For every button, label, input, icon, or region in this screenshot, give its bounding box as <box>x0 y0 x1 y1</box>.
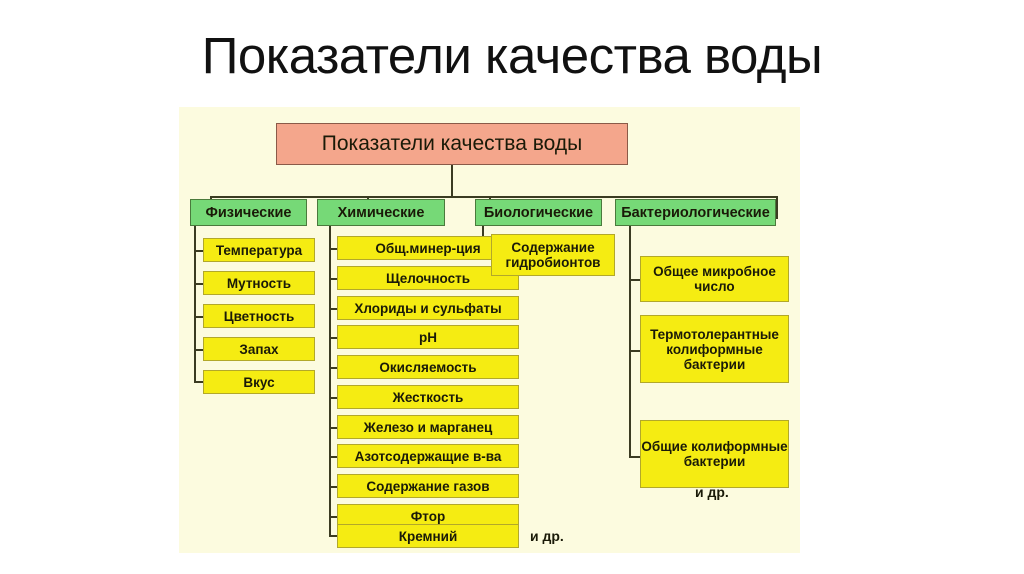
connector-stub-physical-2 <box>194 283 204 285</box>
connector-stub-bacteriological-1 <box>629 279 641 281</box>
connector-stub-chemical-6 <box>329 397 338 399</box>
connector-stub-chemical-2 <box>329 278 338 280</box>
leaf-physical-2: Мутность <box>203 271 315 295</box>
leaf-chemical-4: pH <box>337 325 519 349</box>
etc-label-chemical: и др. <box>530 528 564 544</box>
connector-stub-chemical-10 <box>329 516 338 518</box>
diagram-panel: Показатели качества воды Физические Хими… <box>179 107 800 553</box>
category-header-bacteriological: Бактериологические <box>615 199 776 226</box>
root-node: Показатели качества воды <box>276 123 628 165</box>
category-header-physical: Физические <box>190 199 307 226</box>
connector-trunk-bacteriological <box>629 226 631 458</box>
leaf-chemical-5: Окисляемость <box>337 355 519 379</box>
category-header-chemical: Химические <box>317 199 445 226</box>
leaf-chemical-3: Хлориды и сульфаты <box>337 296 519 320</box>
connector-stub-chemical-9 <box>329 486 338 488</box>
connector-stub-bacteriological-2 <box>629 350 641 352</box>
leaf-chemical-8: Азотсодержащие в-ва <box>337 444 519 468</box>
connector-stub-physical-4 <box>194 349 204 351</box>
leaf-bacteriological-1: Общее микробное число <box>640 256 789 302</box>
leaf-bacteriological-2: Термотолерантные колиформные бактерии <box>640 315 789 383</box>
leaf-chemical-1: Общ.минер-ция <box>337 236 519 260</box>
connector-stub-physical-3 <box>194 316 204 318</box>
leaf-chemical-11: Кремний <box>337 524 519 548</box>
connector-drop-bacteriological <box>776 196 778 219</box>
connector-stub-chemical-7 <box>329 427 338 429</box>
page-title: Показатели качества воды <box>201 27 823 84</box>
etc-label-bacteriological: и др. <box>695 484 729 500</box>
connector-stub-bacteriological-3 <box>629 456 641 458</box>
connector-stub-chemical-11 <box>329 535 338 537</box>
leaf-physical-5: Вкус <box>203 370 315 394</box>
connector-stub-chemical-5 <box>329 367 338 369</box>
connector-stub-physical-5 <box>194 381 204 383</box>
connector-stub-chemical-1 <box>329 248 338 250</box>
leaf-chemical-2: Щелочность <box>337 266 519 290</box>
leaf-chemical-6: Жесткость <box>337 385 519 409</box>
connector-root-bus <box>210 196 777 198</box>
leaf-physical-4: Запах <box>203 337 315 361</box>
connector-stub-chemical-4 <box>329 337 338 339</box>
connector-stub-chemical-3 <box>329 308 338 310</box>
connector-trunk-physical <box>194 226 196 382</box>
leaf-chemical-9: Содержание газов <box>337 474 519 498</box>
leaf-biological-1: Содержание гидробионтов <box>491 234 615 276</box>
connector-stub-chemical-8 <box>329 456 338 458</box>
leaf-physical-3: Цветность <box>203 304 315 328</box>
connector-stub-physical-1 <box>194 250 204 252</box>
leaf-bacteriological-3: Общие колиформные бактерии <box>640 420 789 488</box>
leaf-physical-1: Температура <box>203 238 315 262</box>
connector-trunk-chemical <box>329 226 331 536</box>
category-header-biological: Биологические <box>475 199 602 226</box>
leaf-chemical-7: Железо и марганец <box>337 415 519 439</box>
connector-root-stem <box>451 165 453 197</box>
